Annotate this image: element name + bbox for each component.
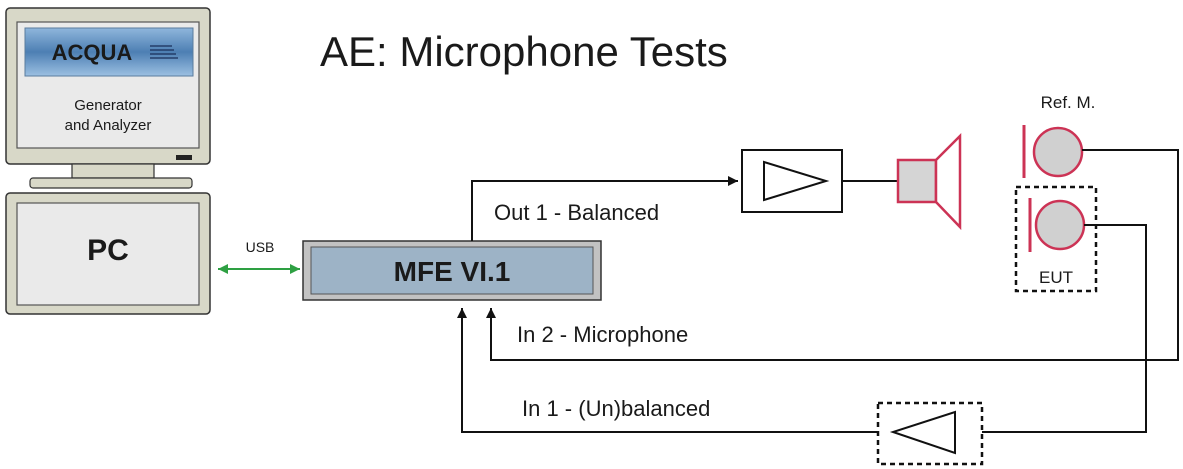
monitor-stand [29, 177, 193, 189]
out1-label: Out 1 - Balanced [494, 200, 659, 225]
logo-stripes-icon [150, 45, 178, 59]
monitor: ACQUA Generator and Analyzer [5, 7, 211, 189]
preamp-icon [889, 410, 956, 455]
in2-label: In 2 - Microphone [517, 322, 688, 347]
mfe-box: MFE VI.1 [302, 240, 602, 301]
amplifier-icon [741, 149, 843, 213]
eut-to-preamp-line [982, 224, 1147, 433]
power-led-icon [176, 155, 192, 160]
pc-label: PC [87, 234, 129, 267]
in2-line [486, 149, 1179, 361]
usb-label: USB [246, 239, 275, 255]
ref-mic-label: Ref. M. [1041, 93, 1096, 112]
speaker-icon [896, 132, 962, 231]
pc-unit: PC [5, 192, 211, 315]
page-title: AE: Microphone Tests [320, 28, 728, 75]
eut-frame [1014, 185, 1098, 293]
in1-label: In 1 - (Un)balanced [522, 396, 710, 421]
in1-line [457, 308, 878, 433]
eut-mic-icon [1028, 198, 1086, 252]
out1-line [471, 176, 738, 241]
preamp-frame [876, 401, 984, 466]
acqua-logo [24, 27, 194, 77]
eut-label: EUT [1039, 268, 1073, 287]
logo-text: ACQUA [52, 40, 133, 65]
ref-mic-icon [1022, 125, 1084, 178]
monitor-caption-line2: and Analyzer [65, 117, 152, 134]
monitor-neck [71, 163, 155, 179]
mfe-label: MFE VI.1 [394, 256, 511, 287]
monitor-caption-line1: Generator [74, 97, 142, 114]
